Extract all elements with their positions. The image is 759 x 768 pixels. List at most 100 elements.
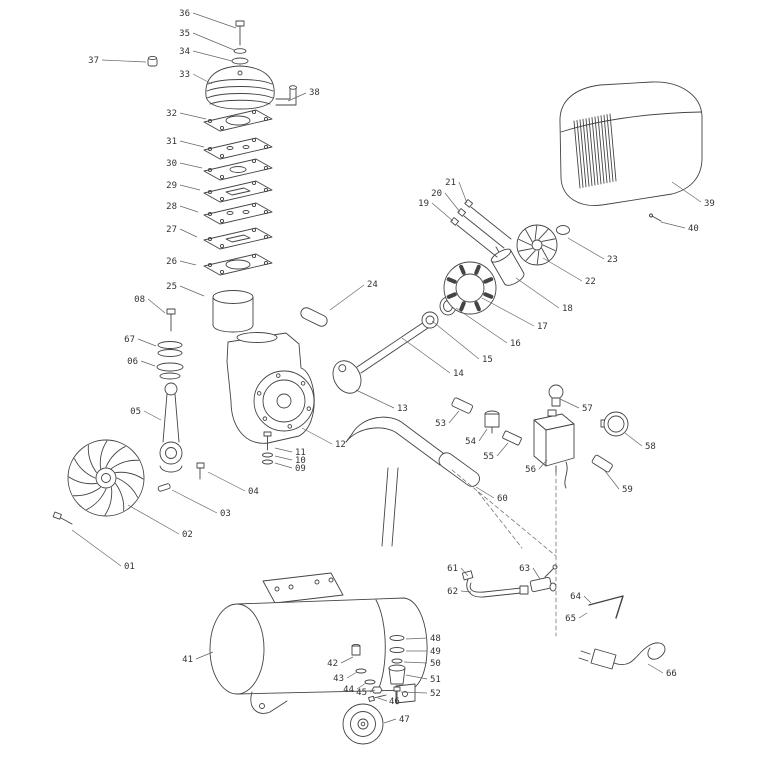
cylinder-sleeve	[212, 290, 254, 333]
part-label-48: 48	[430, 634, 441, 644]
leader-line-52	[400, 691, 428, 694]
leader-line-42	[340, 656, 354, 664]
leader-line-56	[538, 459, 548, 470]
leader-line-61	[460, 567, 469, 577]
elbow-fitting	[275, 85, 297, 106]
leader-line-25	[179, 285, 205, 297]
leader-line-37	[101, 59, 147, 63]
part-label-23: 23	[607, 255, 618, 265]
leader-line-30	[179, 162, 203, 169]
part-label-65: 65	[565, 614, 576, 624]
leader-line-60	[475, 486, 495, 499]
stator	[443, 261, 497, 315]
crankshaft-group	[332, 296, 457, 394]
part-label-05: 05	[130, 407, 141, 417]
leader-line-04	[207, 471, 246, 492]
vent-grille	[573, 113, 617, 189]
crankcase	[226, 332, 315, 444]
pressure-switch	[533, 409, 575, 489]
motor-washer	[556, 225, 570, 235]
leader-line-33	[192, 73, 213, 85]
part-label-24: 24	[367, 280, 378, 290]
shaft-key	[157, 483, 171, 492]
leader-line-29	[179, 184, 201, 191]
leader-line-57	[559, 398, 580, 409]
leader-line-31	[179, 140, 205, 148]
part-label-04: 04	[248, 487, 259, 497]
part-label-67: 67	[124, 335, 135, 345]
part-label-44: 44	[343, 685, 354, 695]
outlet-tube-group	[461, 564, 558, 598]
leader-line-26	[179, 260, 197, 266]
part-label-43: 43	[333, 674, 344, 684]
part-label-37: 37	[88, 56, 99, 66]
part-label-27: 27	[166, 225, 177, 235]
part-label-59: 59	[622, 485, 633, 495]
leader-line-48	[405, 637, 428, 640]
leader-line-36	[192, 12, 237, 29]
unloader-rod	[588, 595, 624, 619]
regulator-fittings	[451, 397, 522, 446]
filter-knob	[548, 384, 564, 407]
leader-line-11	[274, 447, 293, 453]
piston-pin	[300, 307, 328, 327]
leader-line-19	[431, 202, 454, 222]
leader-line-05	[143, 410, 162, 421]
drain-valve-parts	[351, 643, 387, 702]
cylinder-head	[205, 65, 275, 110]
part-label-25: 25	[166, 282, 177, 292]
part-label-30: 30	[166, 159, 177, 169]
wheel	[342, 703, 384, 745]
motor-fan-blades	[518, 225, 556, 265]
part-label-38: 38	[309, 88, 320, 98]
leader-line-46	[377, 697, 388, 702]
part-label-22: 22	[585, 277, 596, 287]
leader-line-17	[481, 297, 535, 327]
part-label-33: 33	[179, 70, 190, 80]
leader-line-40	[660, 221, 686, 229]
connecting-rod	[159, 382, 183, 473]
leader-line-39	[671, 181, 702, 203]
leader-line-14	[401, 337, 451, 374]
part-label-19: 19	[418, 199, 429, 209]
leader-line-64	[583, 595, 592, 604]
power-cord	[578, 642, 666, 670]
rod-bolt-washers	[156, 308, 184, 380]
part-label-53: 53	[435, 419, 446, 429]
part-label-21: 21	[445, 178, 456, 188]
leader-line-27	[179, 228, 198, 238]
leader-line-58	[624, 432, 643, 447]
part-label-62: 62	[447, 587, 458, 597]
leader-line-24	[329, 284, 365, 311]
leader-line-35	[192, 32, 235, 51]
part-label-29: 29	[166, 181, 177, 191]
part-label-47: 47	[399, 715, 410, 725]
leader-line-43	[346, 671, 358, 679]
leader-line-51	[405, 674, 428, 680]
part-label-32: 32	[166, 109, 177, 119]
leader-line-54	[478, 428, 488, 442]
part-label-50: 50	[430, 659, 441, 669]
part-label-35: 35	[179, 29, 190, 39]
part-label-63: 63	[519, 564, 530, 574]
part-label-12: 12	[335, 440, 346, 450]
leader-line-15	[431, 320, 480, 360]
drain-stack	[388, 635, 406, 705]
leader-line-67	[137, 338, 157, 347]
part-labels-layer: 0102030405060809101112131415161718192021…	[88, 9, 715, 725]
leader-line-53	[448, 410, 460, 424]
part-label-20: 20	[431, 189, 442, 199]
leader-line-55	[496, 442, 509, 457]
leader-line-01	[71, 529, 122, 567]
part-label-17: 17	[537, 322, 548, 332]
head-bolt-group	[231, 20, 249, 65]
part-label-60: 60	[497, 494, 508, 504]
flywheel-fan	[67, 439, 145, 517]
part-label-31: 31	[166, 137, 177, 147]
part-label-61: 61	[447, 564, 458, 574]
plug-fitting	[147, 55, 158, 67]
part-label-56: 56	[525, 465, 536, 475]
part-label-13: 13	[397, 404, 408, 414]
